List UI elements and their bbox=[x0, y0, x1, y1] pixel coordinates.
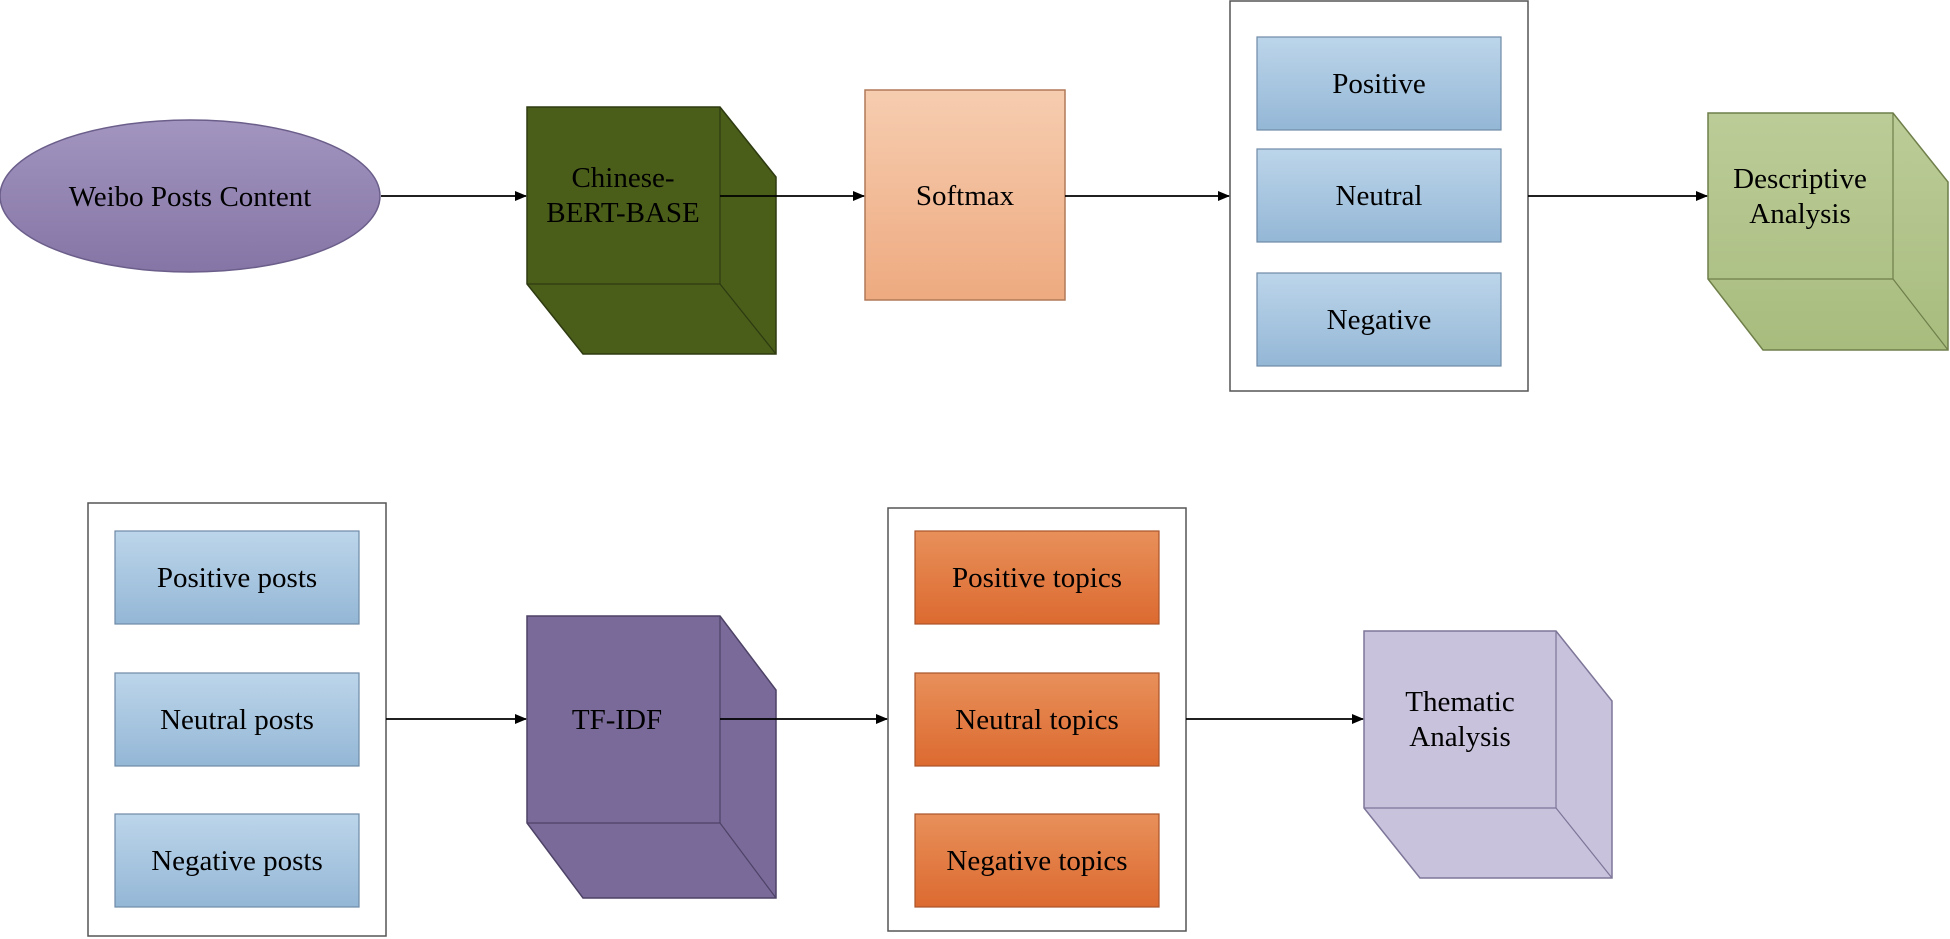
sentiment-neutral-label: Neutral bbox=[1336, 180, 1423, 212]
positive-posts-label: Positive posts bbox=[157, 562, 317, 594]
bert-label-line2: BERT-BASE bbox=[546, 197, 700, 229]
positive-topics-label: Positive topics bbox=[952, 562, 1122, 594]
bert-label-line1: Chinese- bbox=[571, 162, 674, 194]
negative-topics-label: Negative topics bbox=[946, 845, 1127, 877]
neutral-topics-box: Neutral topics bbox=[914, 672, 1160, 767]
positive-topics-box: Positive topics bbox=[914, 530, 1160, 625]
negative-topics-box: Negative topics bbox=[914, 813, 1160, 908]
tfidf-label: TF-IDF bbox=[572, 704, 662, 736]
sentiment-group: Positive Neutral Negative bbox=[1229, 0, 1529, 392]
sentiment-positive-box: Positive bbox=[1256, 36, 1502, 131]
thematic-label-line1: Thematic bbox=[1405, 686, 1515, 718]
negative-posts-box: Negative posts bbox=[114, 813, 360, 908]
descriptive-label-line2: Analysis bbox=[1749, 198, 1851, 230]
sentiment-neutral-box: Neutral bbox=[1256, 148, 1502, 243]
softmax-label: Softmax bbox=[916, 180, 1015, 212]
thematic-label-line2: Analysis bbox=[1409, 721, 1511, 753]
softmax-node: Softmax bbox=[864, 89, 1066, 301]
tfidf-cube: TF-IDF bbox=[526, 615, 777, 899]
neutral-posts-box: Neutral posts bbox=[114, 672, 360, 767]
posts-group: Positive posts Neutral posts Negative po… bbox=[87, 502, 387, 937]
neutral-topics-label: Neutral topics bbox=[955, 704, 1118, 736]
sentiment-positive-label: Positive bbox=[1332, 68, 1425, 100]
bert-cube: Chinese- BERT-BASE bbox=[526, 106, 777, 355]
descriptive-label-line1: Descriptive bbox=[1733, 163, 1867, 195]
negative-posts-label: Negative posts bbox=[151, 845, 323, 877]
descriptive-analysis-cube: Descriptive Analysis bbox=[1707, 112, 1949, 351]
topics-group: Positive topics Neutral topics Negative … bbox=[887, 507, 1187, 932]
sentiment-negative-box: Negative bbox=[1256, 272, 1502, 367]
positive-posts-box: Positive posts bbox=[114, 530, 360, 625]
thematic-analysis-cube: Thematic Analysis bbox=[1363, 630, 1613, 879]
sentiment-negative-label: Negative bbox=[1327, 304, 1432, 336]
weibo-posts-label: Weibo Posts Content bbox=[69, 181, 312, 213]
weibo-posts-node: Weibo Posts Content bbox=[0, 119, 381, 273]
neutral-posts-label: Neutral posts bbox=[160, 704, 314, 736]
